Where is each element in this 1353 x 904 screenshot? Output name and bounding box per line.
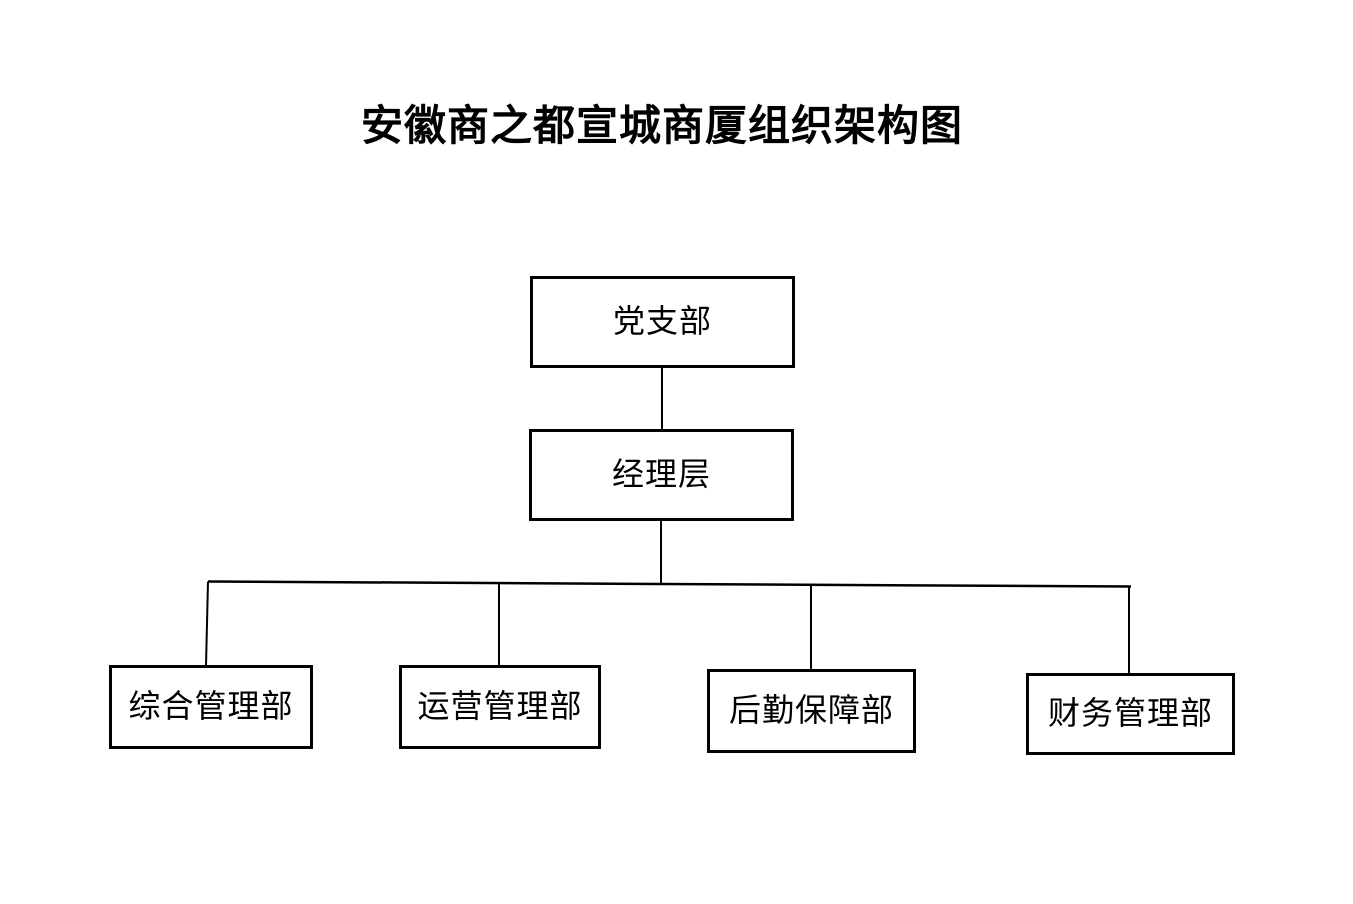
org-node-management-layer: 经理层 bbox=[529, 429, 794, 521]
org-node-logistics-support-dept: 后勤保障部 bbox=[707, 669, 916, 753]
connector-drop-dept-1 bbox=[205, 581, 209, 667]
org-node-operations-management-dept: 运营管理部 bbox=[399, 665, 601, 749]
org-node-general-management-dept: 综合管理部 bbox=[109, 665, 313, 749]
org-node-party-branch: 党支部 bbox=[530, 276, 795, 368]
connector-horizontal-rail bbox=[207, 580, 1132, 588]
org-node-finance-management-dept: 财务管理部 bbox=[1026, 673, 1235, 755]
page-title: 安徽商之都宣城商厦组织架构图 bbox=[360, 104, 963, 150]
